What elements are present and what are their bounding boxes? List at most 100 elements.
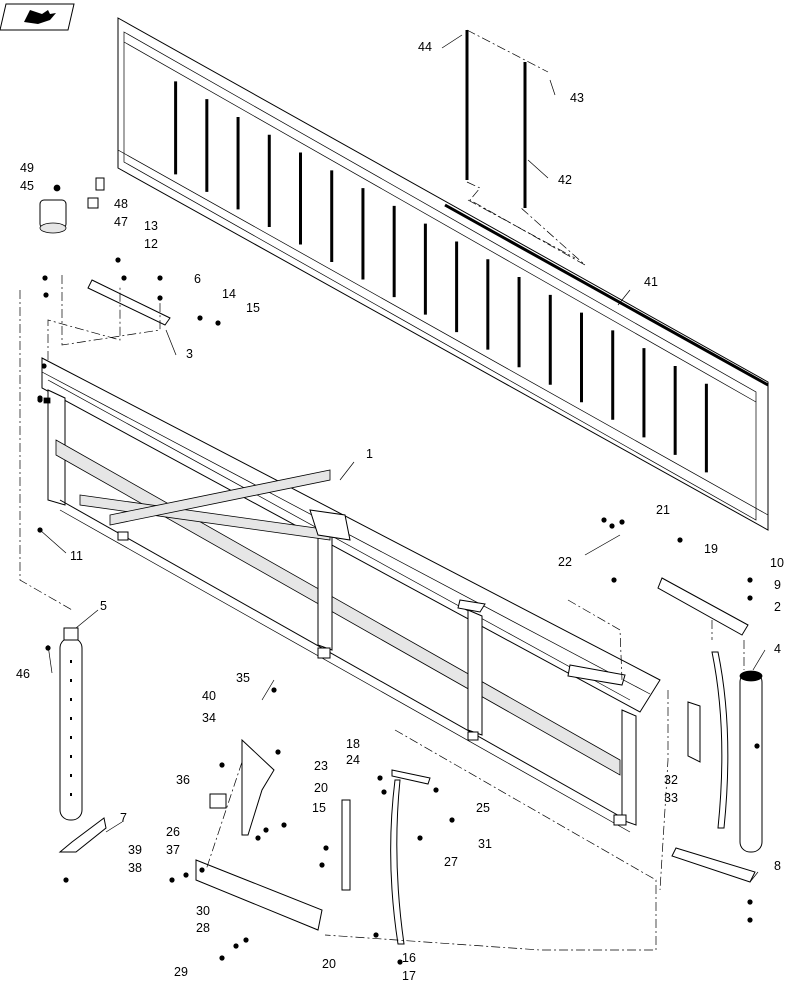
callout-10: 10 <box>770 556 784 570</box>
bolt <box>754 743 760 749</box>
callout-38: 38 <box>128 861 142 875</box>
bolt <box>157 275 163 281</box>
callout-36: 36 <box>176 773 190 787</box>
callout-1: 1 <box>366 447 373 461</box>
callout-8: 8 <box>774 859 781 873</box>
bolt <box>433 787 439 793</box>
bolt <box>747 899 753 905</box>
callout-39: 39 <box>128 843 142 857</box>
bolt <box>417 835 423 841</box>
bolt <box>215 320 221 326</box>
callout-29: 29 <box>174 965 188 979</box>
callout-30: 30 <box>196 904 210 918</box>
callout-4: 4 <box>774 642 781 656</box>
callout-15: 15 <box>246 301 260 315</box>
callout-34: 34 <box>202 711 216 725</box>
bolt <box>37 395 43 401</box>
callout-24: 24 <box>346 753 360 767</box>
callout-49: 49 <box>20 161 34 175</box>
bolt <box>373 932 379 938</box>
callout-46: 46 <box>16 667 30 681</box>
hinge-strap <box>687 651 729 829</box>
callout-9: 9 <box>774 578 781 592</box>
callout-20b: 20 <box>322 957 336 971</box>
bolt <box>449 817 455 823</box>
bolt <box>37 527 43 533</box>
callout-16: 16 <box>402 951 416 965</box>
brackets <box>58 279 756 945</box>
bolt <box>747 917 753 923</box>
bolt <box>183 872 189 878</box>
callout-48: 48 <box>114 197 128 211</box>
callout-11: 11 <box>70 549 83 563</box>
bolt <box>41 363 47 369</box>
callout-21: 21 <box>656 503 670 517</box>
bolt <box>601 517 607 523</box>
leader-lines <box>39 34 766 883</box>
right-post <box>739 670 763 853</box>
bolt <box>281 822 287 828</box>
callout-43: 43 <box>570 91 584 105</box>
book-arrow-icon[interactable] <box>0 3 75 31</box>
bolt <box>233 943 239 949</box>
bolt <box>43 292 49 298</box>
gate-panel <box>117 17 769 531</box>
bolt <box>197 315 203 321</box>
callout-22: 22 <box>558 555 572 569</box>
callout-44: 44 <box>418 40 432 54</box>
callout-18: 18 <box>346 737 360 751</box>
bolt <box>397 959 403 965</box>
bolt <box>381 789 387 795</box>
callout-19: 19 <box>704 542 718 556</box>
rod-assembly <box>465 29 586 266</box>
bolt <box>677 537 683 543</box>
bolt <box>271 687 277 693</box>
callout-41: 41 <box>644 275 658 289</box>
bolt <box>377 775 383 781</box>
callout-33: 33 <box>664 791 678 805</box>
callout-27: 27 <box>444 855 458 869</box>
bolt <box>609 523 615 529</box>
bolt <box>115 257 121 263</box>
callout-5: 5 <box>100 599 107 613</box>
hardware <box>37 257 760 965</box>
bolt <box>747 595 753 601</box>
callout-2: 2 <box>774 600 781 614</box>
callout-6: 6 <box>194 272 201 286</box>
bolt <box>63 877 69 883</box>
centerlines <box>19 275 745 951</box>
bolt <box>42 275 48 281</box>
bolt <box>319 862 325 868</box>
left-post <box>59 627 83 821</box>
callout-15b: 15 <box>312 801 326 815</box>
bolt <box>619 519 625 525</box>
callout-28: 28 <box>196 921 210 935</box>
callouts: 1 2 3 4 5 6 7 8 9 10 11 12 13 14 15 15 1… <box>16 40 784 983</box>
bolt <box>263 827 269 833</box>
callout-31: 31 <box>478 837 492 851</box>
callout-45: 45 <box>20 179 34 193</box>
callout-3: 3 <box>186 347 193 361</box>
callout-35: 35 <box>236 671 250 685</box>
callout-37: 37 <box>166 843 180 857</box>
bolt <box>169 877 175 883</box>
callout-25: 25 <box>476 801 490 815</box>
bolt <box>243 937 249 943</box>
callout-42: 42 <box>558 173 572 187</box>
motor <box>39 177 105 234</box>
callout-32: 32 <box>664 773 678 787</box>
callout-40: 40 <box>202 689 216 703</box>
callout-7: 7 <box>120 811 127 825</box>
callout-14: 14 <box>222 287 236 301</box>
bolt <box>199 867 205 873</box>
bolt <box>275 749 281 755</box>
bolt <box>219 762 225 768</box>
gate-panel-bars <box>174 81 708 473</box>
callout-13: 13 <box>144 219 158 233</box>
bolt <box>611 577 617 583</box>
bolt <box>323 845 329 851</box>
main-frame <box>41 357 661 833</box>
bolt <box>157 295 163 301</box>
callout-26: 26 <box>166 825 180 839</box>
